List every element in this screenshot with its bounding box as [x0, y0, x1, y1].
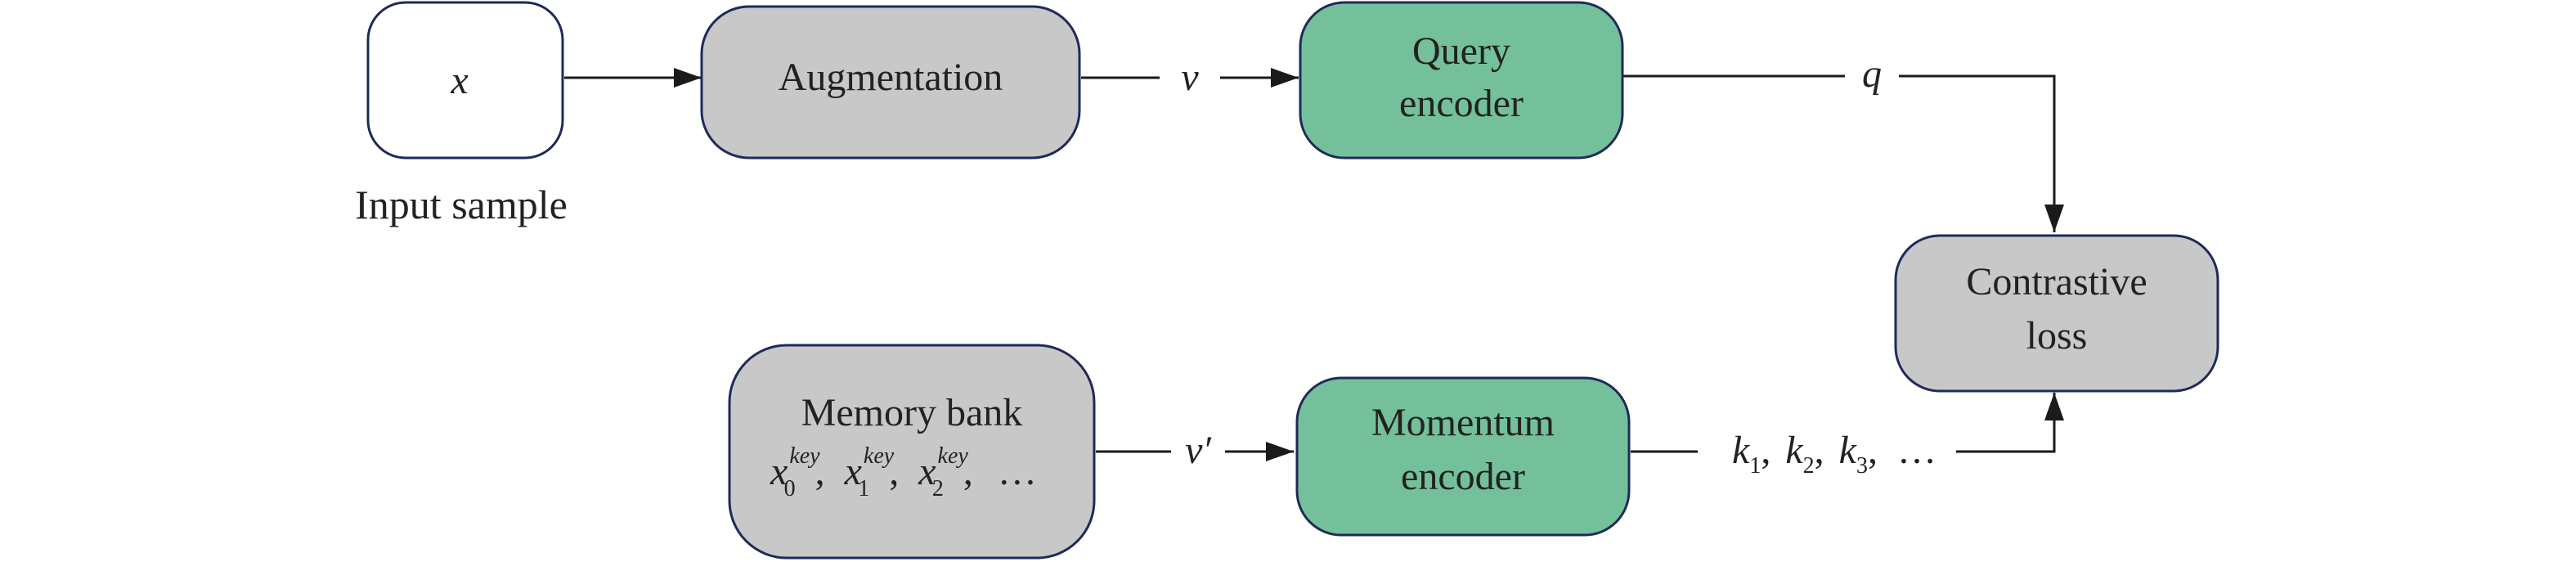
- augmentation-box: [700, 5, 1081, 160]
- memory-item-0-sup: key: [789, 443, 820, 469]
- memory-item-1-sub: 1: [858, 476, 869, 501]
- momentum-encoder-label-line1: Momentum: [1371, 401, 1555, 444]
- input-label: x: [450, 59, 468, 102]
- key-1-sub: 1: [1749, 453, 1761, 479]
- keys-ellipsis: …: [1897, 429, 1936, 472]
- memory-item-2-base: x: [918, 450, 936, 493]
- node-input: x Input sample: [355, 1, 568, 227]
- memory-item-1-sup: key: [864, 443, 895, 469]
- input-box: [366, 1, 564, 160]
- memory-item-0-sub: 0: [784, 476, 796, 501]
- key-2-base: k: [1785, 429, 1804, 472]
- edge-q-to-contrastive-loss: [1899, 74, 2064, 232]
- edge-label-keys: k1, k2, k3, …: [1732, 429, 1936, 479]
- memory-item-2-sup: key: [938, 443, 969, 469]
- momentum-encoder-label-line2: encoder: [1401, 455, 1525, 498]
- contrastive-loss-label-line1: Contrastive: [1966, 260, 2147, 303]
- key-2-sub: 2: [1803, 453, 1815, 479]
- node-query-encoder: Query encoder: [1299, 1, 1624, 160]
- key-3-base: k: [1839, 429, 1858, 472]
- node-augmentation: Augmentation: [700, 5, 1081, 160]
- memory-item-0-base: x: [770, 450, 788, 493]
- contrastive-loss-box: [1894, 234, 2219, 393]
- memory-bank-box: [728, 344, 1096, 560]
- memory-item-2-sub: 2: [932, 476, 944, 501]
- momentum-encoder-box: [1295, 376, 1631, 537]
- edge-keys-to-contrastive-loss: [1956, 393, 2064, 453]
- key-3-sub: 3: [1856, 453, 1868, 479]
- key-2-comma: ,: [1815, 429, 1824, 472]
- edge-label-q: q: [1862, 52, 1882, 96]
- contrastive-loss-label-line2: loss: [2026, 314, 2088, 357]
- query-encoder-label-line1: Query: [1412, 29, 1510, 73]
- connectors: [564, 68, 2064, 461]
- memory-item-1-comma: ,: [889, 450, 899, 493]
- key-1-base: k: [1732, 429, 1751, 472]
- key-3-comma: ,: [1868, 429, 1878, 472]
- edge-label-v-prime: v′: [1185, 429, 1212, 472]
- augmentation-label: Augmentation: [779, 56, 1003, 99]
- node-momentum-encoder: Momentum encoder: [1295, 376, 1631, 537]
- node-contrastive-loss: Contrastive loss: [1894, 234, 2219, 393]
- memory-item-2-comma: ,: [963, 450, 973, 493]
- memory-item-0-comma: ,: [815, 450, 825, 493]
- memory-items-ellipsis: …: [998, 450, 1037, 493]
- memory-bank-label: Memory bank: [801, 391, 1023, 434]
- query-encoder-box: [1299, 1, 1624, 160]
- query-encoder-label-line2: encoder: [1399, 82, 1524, 125]
- key-1-comma: ,: [1761, 429, 1770, 472]
- input-caption: Input sample: [355, 182, 568, 227]
- edge-label-v: v: [1181, 56, 1199, 99]
- memory-item-1-base: x: [844, 450, 862, 493]
